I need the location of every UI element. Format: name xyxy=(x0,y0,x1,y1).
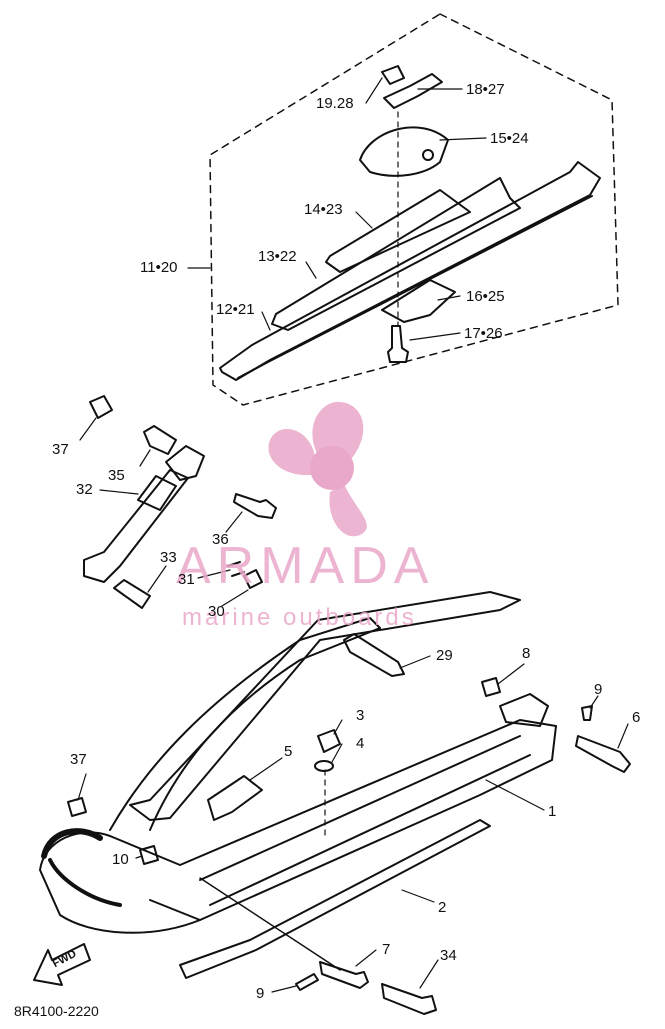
bolt-36 xyxy=(233,493,277,519)
part-label-33: 33 xyxy=(160,549,177,566)
nut-37-top xyxy=(89,395,113,419)
ski-body-1 xyxy=(39,719,557,934)
pin-9-right xyxy=(581,705,593,721)
nut-8 xyxy=(481,677,501,697)
part-label-14-23: 14•23 xyxy=(304,201,343,218)
nut-3 xyxy=(317,729,341,753)
part-label-10: 10 xyxy=(112,851,129,868)
cotter-pin-31 xyxy=(227,561,245,577)
part-label-29: 29 xyxy=(436,647,453,664)
washer-4 xyxy=(314,760,334,772)
collar-35 xyxy=(143,425,177,455)
collar-33 xyxy=(113,579,151,609)
bolt-6 xyxy=(575,735,631,773)
spring-bracket-16-25 xyxy=(381,279,456,323)
part-label-31: 31 xyxy=(178,571,195,588)
part-label-7: 7 xyxy=(382,941,391,958)
ski-runner-2 xyxy=(179,819,491,979)
bracket-5 xyxy=(207,775,263,821)
rear-bracket xyxy=(499,693,549,727)
shock-absorber-32 xyxy=(83,445,205,583)
bolt-17-26 xyxy=(387,325,409,363)
part-label-15-24: 15•24 xyxy=(490,130,529,147)
part-label-3: 3 xyxy=(356,707,365,724)
part-label-37-top: 37 xyxy=(52,441,69,458)
nut-37-bottom xyxy=(67,797,87,817)
part-label-4: 4 xyxy=(356,735,365,752)
part-label-30: 30 xyxy=(208,603,225,620)
nut-19-28 xyxy=(381,65,405,85)
part-label-19-28: 19.28 xyxy=(316,95,354,112)
part-label-17-26: 17•26 xyxy=(464,325,503,342)
part-label-6: 6 xyxy=(632,709,641,726)
part-label-9-right: 9 xyxy=(594,681,603,698)
part-label-13-22: 13•22 xyxy=(258,248,297,265)
part-label-36: 36 xyxy=(212,531,229,548)
part-label-35: 35 xyxy=(108,467,125,484)
part-label-18-27: 18•27 xyxy=(466,81,505,98)
part-label-32: 32 xyxy=(76,481,93,498)
bolt-34 xyxy=(381,983,437,1015)
bolt-29 xyxy=(343,633,405,677)
watermark-subtitle: marine outboards xyxy=(182,604,417,631)
part-label-8: 8 xyxy=(522,645,531,662)
ski-tip-handle xyxy=(41,828,103,859)
part-label-16-25: 16•25 xyxy=(466,288,505,305)
part-label-12-21: 12•21 xyxy=(216,301,255,318)
part-label-5: 5 xyxy=(284,743,293,760)
nut-10 xyxy=(139,845,159,865)
spring-plate-18-27 xyxy=(383,73,443,109)
part-label-11-20: 11•20 xyxy=(140,259,178,276)
part-label-2: 2 xyxy=(438,899,447,916)
spring-lower-leaf xyxy=(129,591,521,821)
part-label-1: 1 xyxy=(548,803,557,820)
subassembly-outline xyxy=(209,13,619,406)
bolt-7 xyxy=(319,961,369,989)
nut-30 xyxy=(243,569,263,589)
part-label-37-bottom: 37 xyxy=(70,751,87,768)
part-label-34: 34 xyxy=(440,947,457,964)
watermark-title: ARMADA xyxy=(176,537,435,595)
fwd-arrow-icon xyxy=(33,943,91,986)
diagram-code: 8R4100-2220 xyxy=(14,1003,99,1019)
part-label-9-bottom: 9 xyxy=(256,985,265,1002)
pin-9-bottom xyxy=(295,973,319,991)
leaf-spring-group xyxy=(219,161,601,381)
spindle-arm xyxy=(109,617,381,831)
